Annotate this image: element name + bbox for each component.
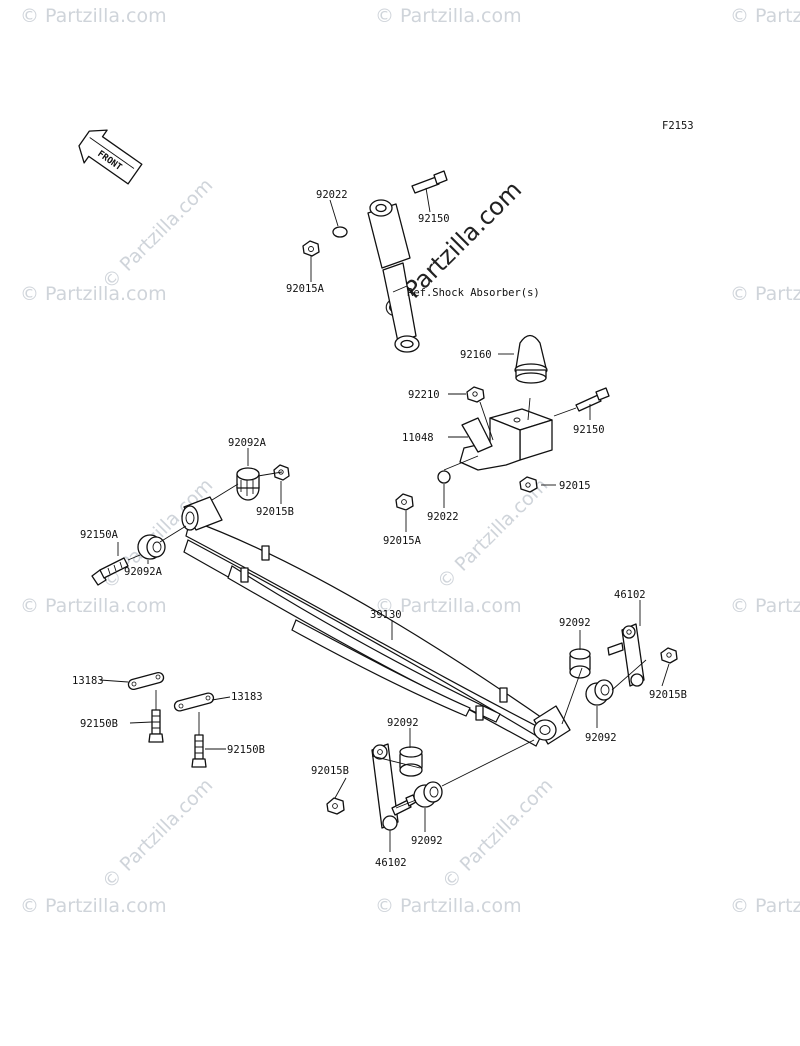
part-label: 92092A — [228, 437, 267, 449]
bushing-92092-right-b — [585, 679, 614, 706]
watermark: © Partzilla.com — [20, 895, 167, 917]
watermark: © Partzilla.com — [98, 774, 217, 893]
part-label: 46102 — [375, 857, 407, 869]
part-label: 92015B — [311, 765, 349, 777]
bushing-92092-low-b — [413, 781, 443, 808]
part-label: 92015B — [256, 506, 294, 518]
washer-92022-mid — [437, 470, 451, 484]
watermark: © Partzilla.com — [730, 5, 800, 27]
part-label: 92150B — [80, 718, 118, 730]
bushing-92092-right-a — [569, 648, 591, 679]
bushing-92092-low-a — [399, 746, 423, 777]
figure-code: F2153 — [662, 120, 694, 132]
bolt-92150B-b — [191, 734, 207, 768]
leader-lines — [99, 187, 670, 852]
part-label: 13183 — [231, 691, 263, 703]
part-label: 92150 — [418, 213, 450, 225]
part-label: 92092 — [559, 617, 591, 629]
front-arrow-icon: FRONT — [78, 129, 143, 185]
ref-note: Ref.Shock Absorber(s) — [407, 287, 540, 299]
part-labels: 92022 92150 92015A Ref.Shock Absorber(s)… — [72, 189, 687, 869]
part-label: 92015A — [286, 283, 325, 295]
part-label: 92160 — [460, 349, 492, 361]
watermark: © Partzilla.com — [20, 5, 167, 27]
part-label: 92210 — [408, 389, 440, 401]
watermark: © Partzilla.com — [375, 895, 522, 917]
part-label: 92092 — [585, 732, 617, 744]
watermark: © Partzilla.com — [438, 774, 557, 893]
part-label: 92015A — [383, 535, 422, 547]
watermark: © Partzilla.com — [375, 595, 522, 617]
bushing-92092A-top — [236, 467, 260, 501]
plate-13183-b — [173, 692, 215, 712]
shock-absorber — [367, 199, 420, 353]
part-label: 92015 — [559, 480, 591, 492]
part-label: 92150 — [573, 424, 605, 436]
part-label: 92150B — [227, 744, 265, 756]
watermark: © Partzilla.com — [98, 174, 217, 293]
plate-13183-a — [127, 671, 165, 691]
bracket-11048 — [459, 408, 553, 471]
watermark-layer: © Partzilla.com © Partzilla.com © Partzi… — [20, 5, 800, 917]
watermark: © Partzilla.com — [730, 895, 800, 917]
watermark: © Partzilla.com — [730, 595, 800, 617]
washer-92022-top — [332, 226, 348, 238]
part-label: 46102 — [614, 589, 646, 601]
part-label: 92092A — [124, 566, 163, 578]
part-label: 39130 — [370, 609, 402, 621]
bushing-92092A-left — [137, 534, 166, 560]
leaf-spring-39130 — [181, 496, 571, 747]
bolt-92150-mid — [553, 387, 610, 417]
watermark: © Partzilla.com — [20, 595, 167, 617]
bump-stop-92160 — [514, 334, 548, 384]
bolt-92150A — [91, 554, 141, 586]
watermark: © Partzilla.com — [730, 283, 800, 305]
watermark: © Partzilla.com — [433, 474, 552, 593]
shackle-46102-right — [607, 623, 645, 687]
part-label: 13183 — [72, 675, 104, 687]
bolt-92150-top — [411, 170, 448, 194]
part-label: 92092 — [387, 717, 419, 729]
shackle-46102-low — [371, 743, 417, 831]
part-label: 92022 — [427, 511, 459, 523]
part-label: 92150A — [80, 529, 119, 541]
part-label: 92092 — [411, 835, 443, 847]
part-label: 11048 — [402, 432, 434, 444]
part-label: 92022 — [316, 189, 348, 201]
watermark: © Partzilla.com — [375, 5, 522, 27]
watermark: © Partzilla.com — [20, 283, 167, 305]
bolt-92150B-a — [148, 709, 164, 743]
part-label: 92015B — [649, 689, 687, 701]
